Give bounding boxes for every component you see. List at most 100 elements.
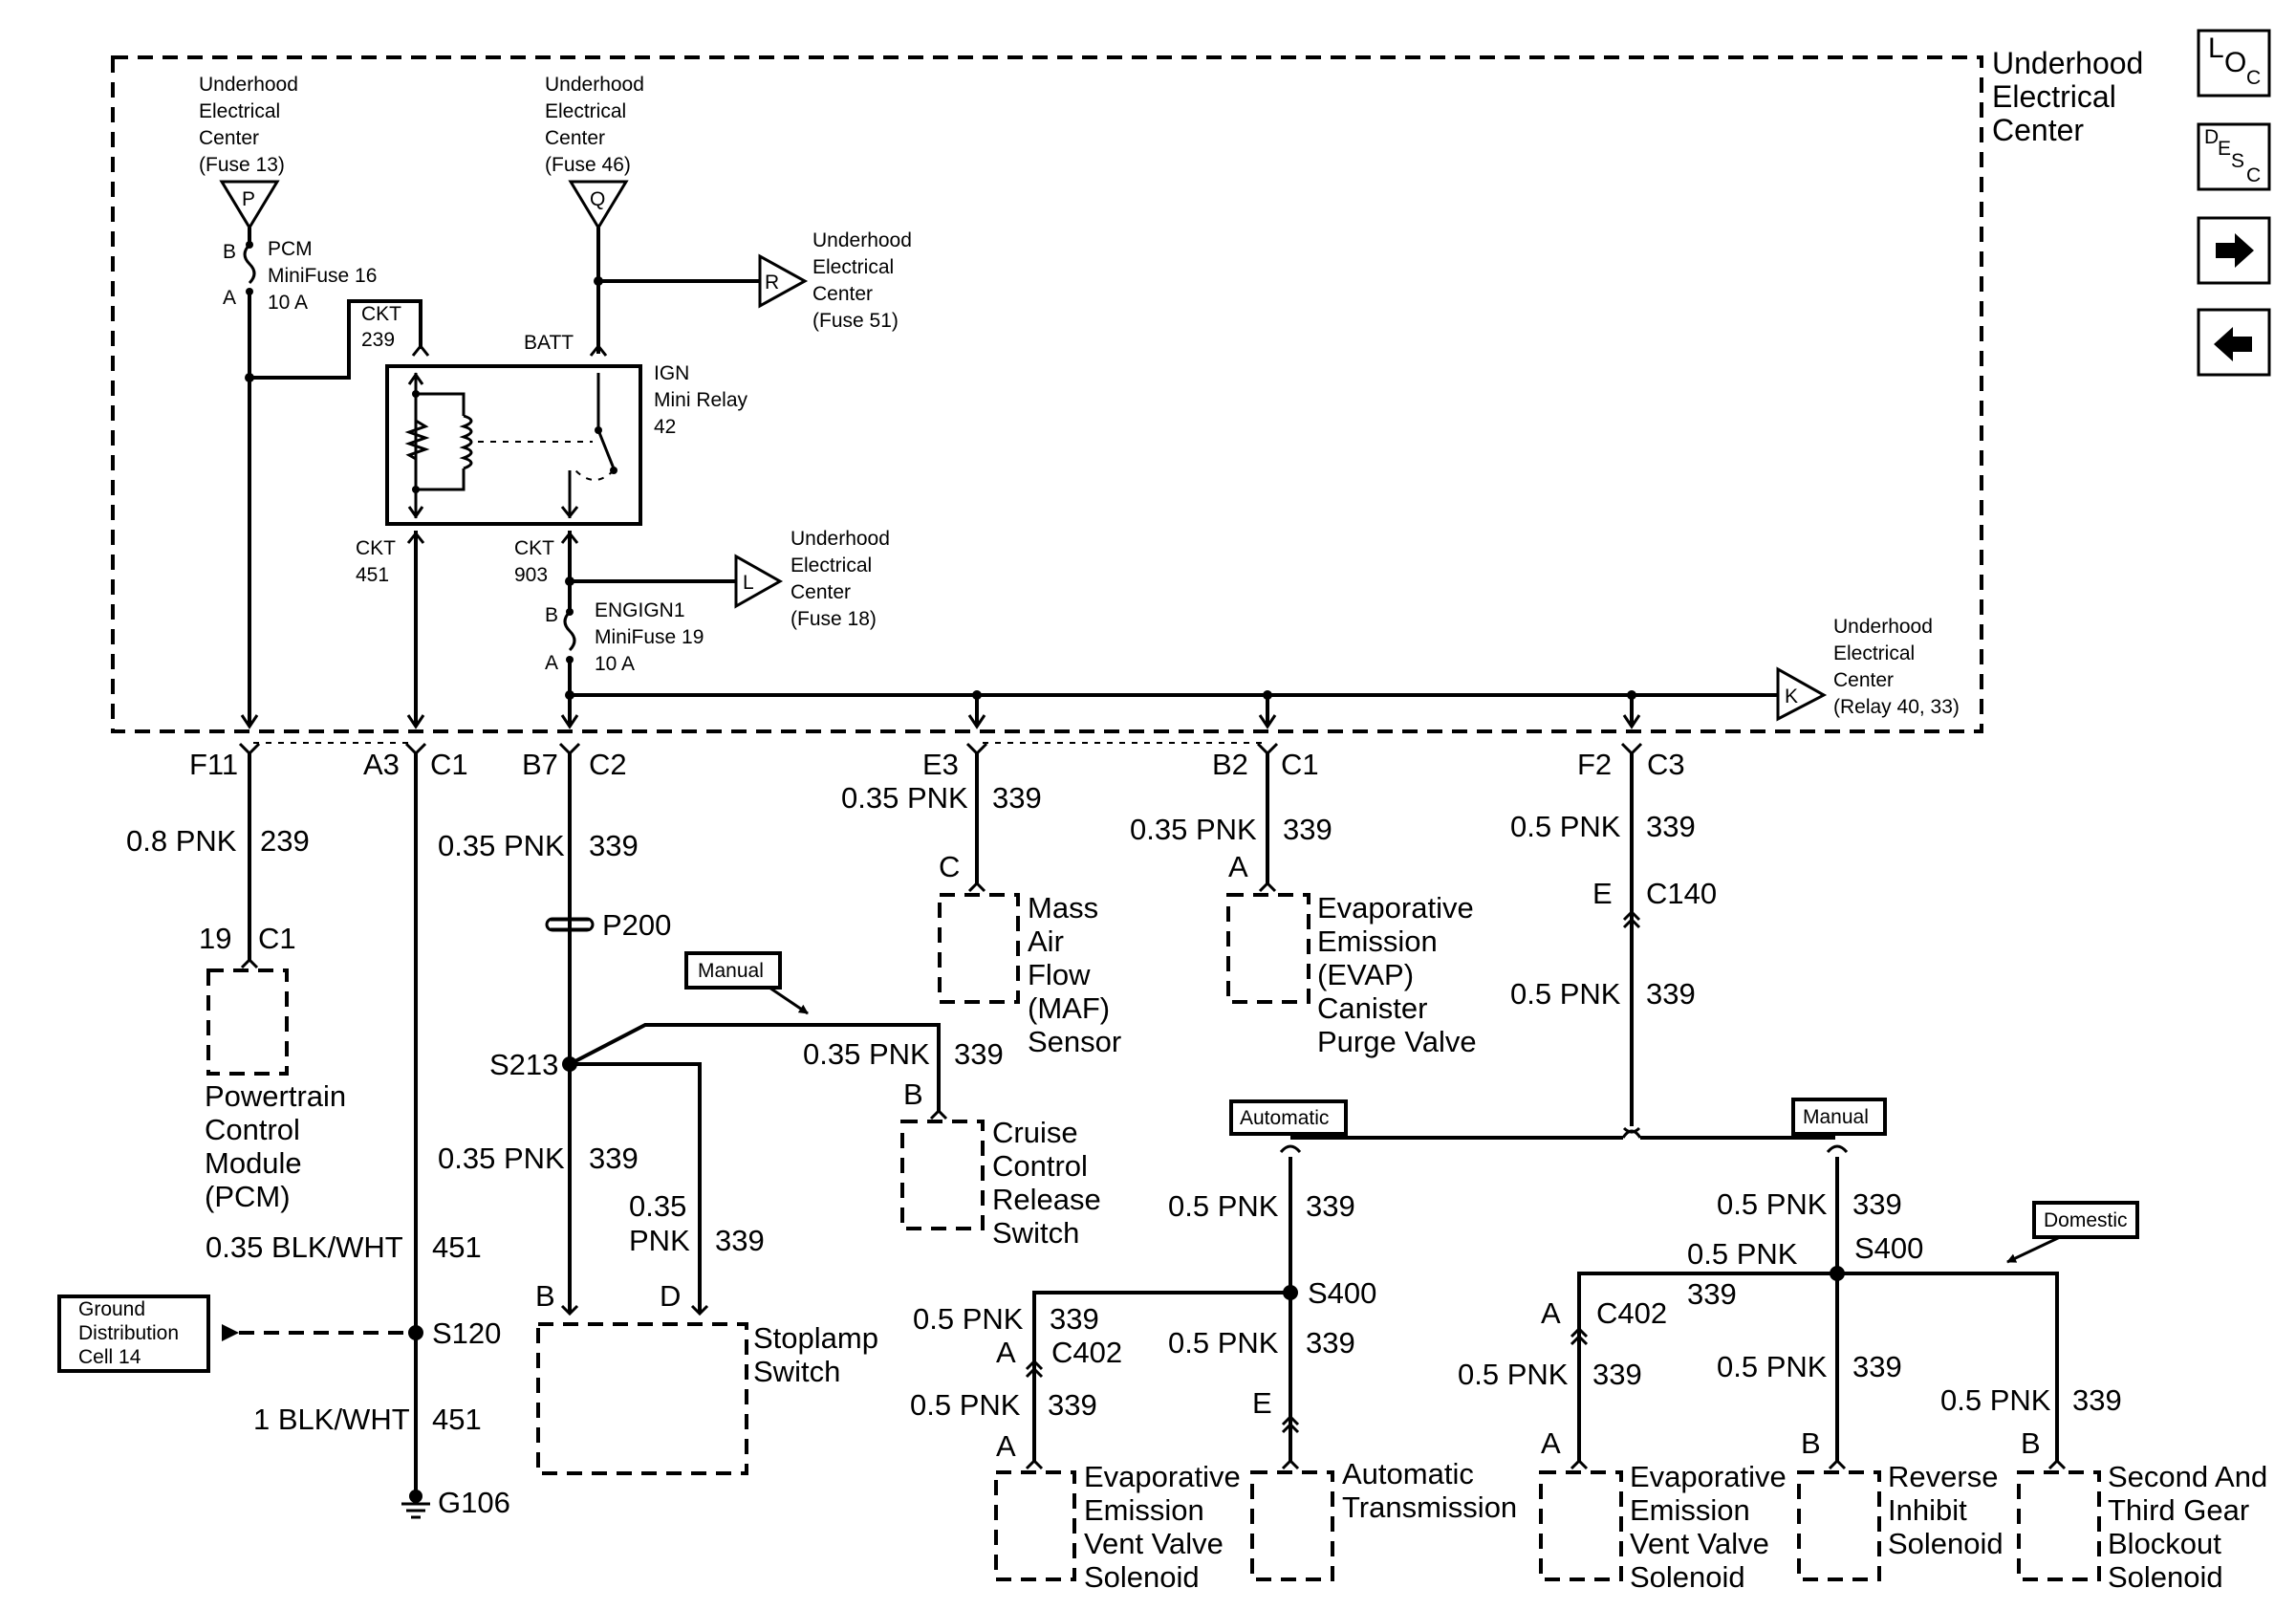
svg-text:C402: C402	[1596, 1296, 1667, 1330]
stoplamp-switch-component	[536, 1322, 748, 1475]
svg-text:Control: Control	[205, 1113, 300, 1146]
relay-resistor-icon	[404, 419, 430, 461]
svg-text:0.35 PNK: 0.35 PNK	[841, 781, 968, 815]
manual-tag-cruise	[684, 951, 782, 990]
svg-text:MiniFuse 16: MiniFuse 16	[268, 265, 377, 287]
svg-text:Underhood: Underhood	[791, 528, 890, 550]
svg-text:451: 451	[432, 1230, 482, 1264]
auto-s400-label: S400	[1308, 1276, 1376, 1310]
pcm-component	[206, 968, 289, 1076]
ckt451-label: CKT 451	[356, 537, 396, 586]
svg-text:339: 339	[589, 829, 639, 862]
svg-text:Center: Center	[1992, 113, 2084, 147]
svg-text:339: 339	[1283, 813, 1332, 846]
svg-text:Canister: Canister	[1317, 991, 1427, 1025]
svg-text:Q: Q	[590, 188, 605, 210]
svg-text:451: 451	[432, 1403, 482, 1436]
svg-text:Emission: Emission	[1084, 1493, 1204, 1527]
svg-text:E: E	[1252, 1386, 1272, 1420]
svg-text:Cell 14: Cell 14	[78, 1346, 141, 1368]
svg-text:0.35: 0.35	[629, 1189, 686, 1223]
cruise-switch-label: Cruise Control Release Switch	[992, 1116, 1101, 1250]
svg-text:Stoplamp: Stoplamp	[753, 1321, 878, 1355]
svg-text:339: 339	[1592, 1358, 1642, 1391]
svg-text:339: 339	[1306, 1326, 1355, 1360]
ckt239-label: CKT 239	[361, 303, 401, 351]
ground-distribution-link[interactable]	[57, 1295, 210, 1373]
svg-text:339: 339	[589, 1142, 639, 1175]
fuse51-terminal	[758, 253, 809, 309]
desc-button[interactable]: D E S C	[2197, 122, 2271, 191]
relay4033-terminal	[1776, 666, 1828, 722]
evap-purge-valve-label: Evaporative Emission (EVAP) Canister Pur…	[1317, 891, 1477, 1058]
svg-text:339: 339	[992, 781, 1042, 815]
svg-text:Air: Air	[1028, 925, 1064, 958]
svg-text:Underhood: Underhood	[545, 74, 644, 96]
svg-text:Center: Center	[812, 283, 873, 305]
svg-text:339: 339	[1050, 1302, 1099, 1336]
cruise-switch-component	[900, 1120, 985, 1230]
svg-text:C2: C2	[589, 748, 627, 781]
svg-text:P200: P200	[602, 908, 671, 942]
minifuse16-icon	[243, 243, 256, 285]
svg-text:0.5 PNK: 0.5 PNK	[1717, 1350, 1828, 1383]
svg-text:S: S	[2231, 150, 2244, 172]
svg-text:0.5 PNK: 0.5 PNK	[1687, 1237, 1798, 1271]
next-page-button[interactable]	[2197, 216, 2271, 285]
svg-text:Switch: Switch	[753, 1355, 840, 1388]
automatic-transmission-label: Automatic Transmission	[1342, 1457, 1517, 1524]
svg-text:Center: Center	[545, 127, 605, 149]
svg-text:Electrical: Electrical	[545, 100, 626, 122]
loc-button[interactable]: L O C	[2197, 29, 2271, 98]
svg-text:B: B	[1801, 1426, 1821, 1460]
svg-text:E: E	[1592, 877, 1613, 910]
svg-text:IGN: IGN	[654, 362, 689, 384]
svg-text:C1: C1	[1281, 748, 1319, 781]
svg-text:Electrical: Electrical	[812, 256, 894, 278]
svg-text:339: 339	[954, 1037, 1004, 1071]
svg-text:B7: B7	[522, 748, 558, 781]
svg-text:0.35 BLK/WHT: 0.35 BLK/WHT	[206, 1230, 403, 1264]
svg-text:339: 339	[1852, 1187, 1902, 1221]
svg-text:0.5 PNK: 0.5 PNK	[1168, 1189, 1279, 1223]
ign-relay-label: IGN Mini Relay 42	[654, 362, 748, 438]
svg-text:Mini Relay: Mini Relay	[654, 389, 748, 411]
blockout-solenoid-component	[2017, 1470, 2101, 1581]
svg-text:Underhood: Underhood	[812, 229, 912, 251]
prev-page-button[interactable]	[2197, 308, 2271, 377]
svg-text:339: 339	[1646, 810, 1696, 843]
svg-text:0.5 PNK: 0.5 PNK	[1458, 1358, 1569, 1391]
svg-text:Second And: Second And	[2108, 1460, 2267, 1493]
svg-text:Switch: Switch	[992, 1216, 1079, 1250]
svg-text:339: 339	[1852, 1350, 1902, 1383]
ground-icon	[401, 1490, 430, 1519]
man-s400-label: S400	[1854, 1231, 1923, 1265]
relay-coil-icon	[459, 414, 473, 470]
svg-text:Blockout: Blockout	[2108, 1527, 2221, 1560]
svg-text:A: A	[223, 287, 236, 309]
svg-text:Automatic: Automatic	[1342, 1457, 1474, 1490]
svg-text:Solenoid: Solenoid	[1084, 1560, 1200, 1594]
svg-text:Electrical: Electrical	[1992, 79, 2116, 114]
svg-text:C: C	[939, 850, 960, 883]
fuse18-label: Underhood Electrical Center (Fuse 18)	[791, 528, 890, 630]
svg-text:0.5 PNK: 0.5 PNK	[1510, 977, 1621, 1011]
auto-vent-solenoid-component	[994, 1470, 1076, 1581]
svg-text:PNK: PNK	[629, 1224, 690, 1257]
svg-text:D: D	[660, 1279, 681, 1313]
svg-text:(Relay 40, 33): (Relay 40, 33)	[1833, 696, 1960, 718]
svg-text:P: P	[242, 188, 255, 210]
svg-text:Transmission: Transmission	[1342, 1490, 1517, 1524]
svg-text:Electrical: Electrical	[791, 555, 872, 577]
left-arrow-icon	[2214, 327, 2252, 361]
svg-text:(Fuse 18): (Fuse 18)	[791, 608, 877, 630]
svg-text:B: B	[903, 1077, 923, 1111]
svg-text:Sensor: Sensor	[1028, 1025, 1121, 1058]
svg-text:Manual: Manual	[1803, 1106, 1869, 1128]
svg-text:Electrical: Electrical	[199, 100, 280, 122]
svg-text:Evaporative: Evaporative	[1630, 1460, 1787, 1493]
maf-sensor-component	[938, 893, 1020, 1004]
svg-text:PCM: PCM	[268, 238, 313, 260]
svg-text:CKT: CKT	[356, 537, 396, 559]
svg-text:0.35 PNK: 0.35 PNK	[438, 1142, 565, 1175]
